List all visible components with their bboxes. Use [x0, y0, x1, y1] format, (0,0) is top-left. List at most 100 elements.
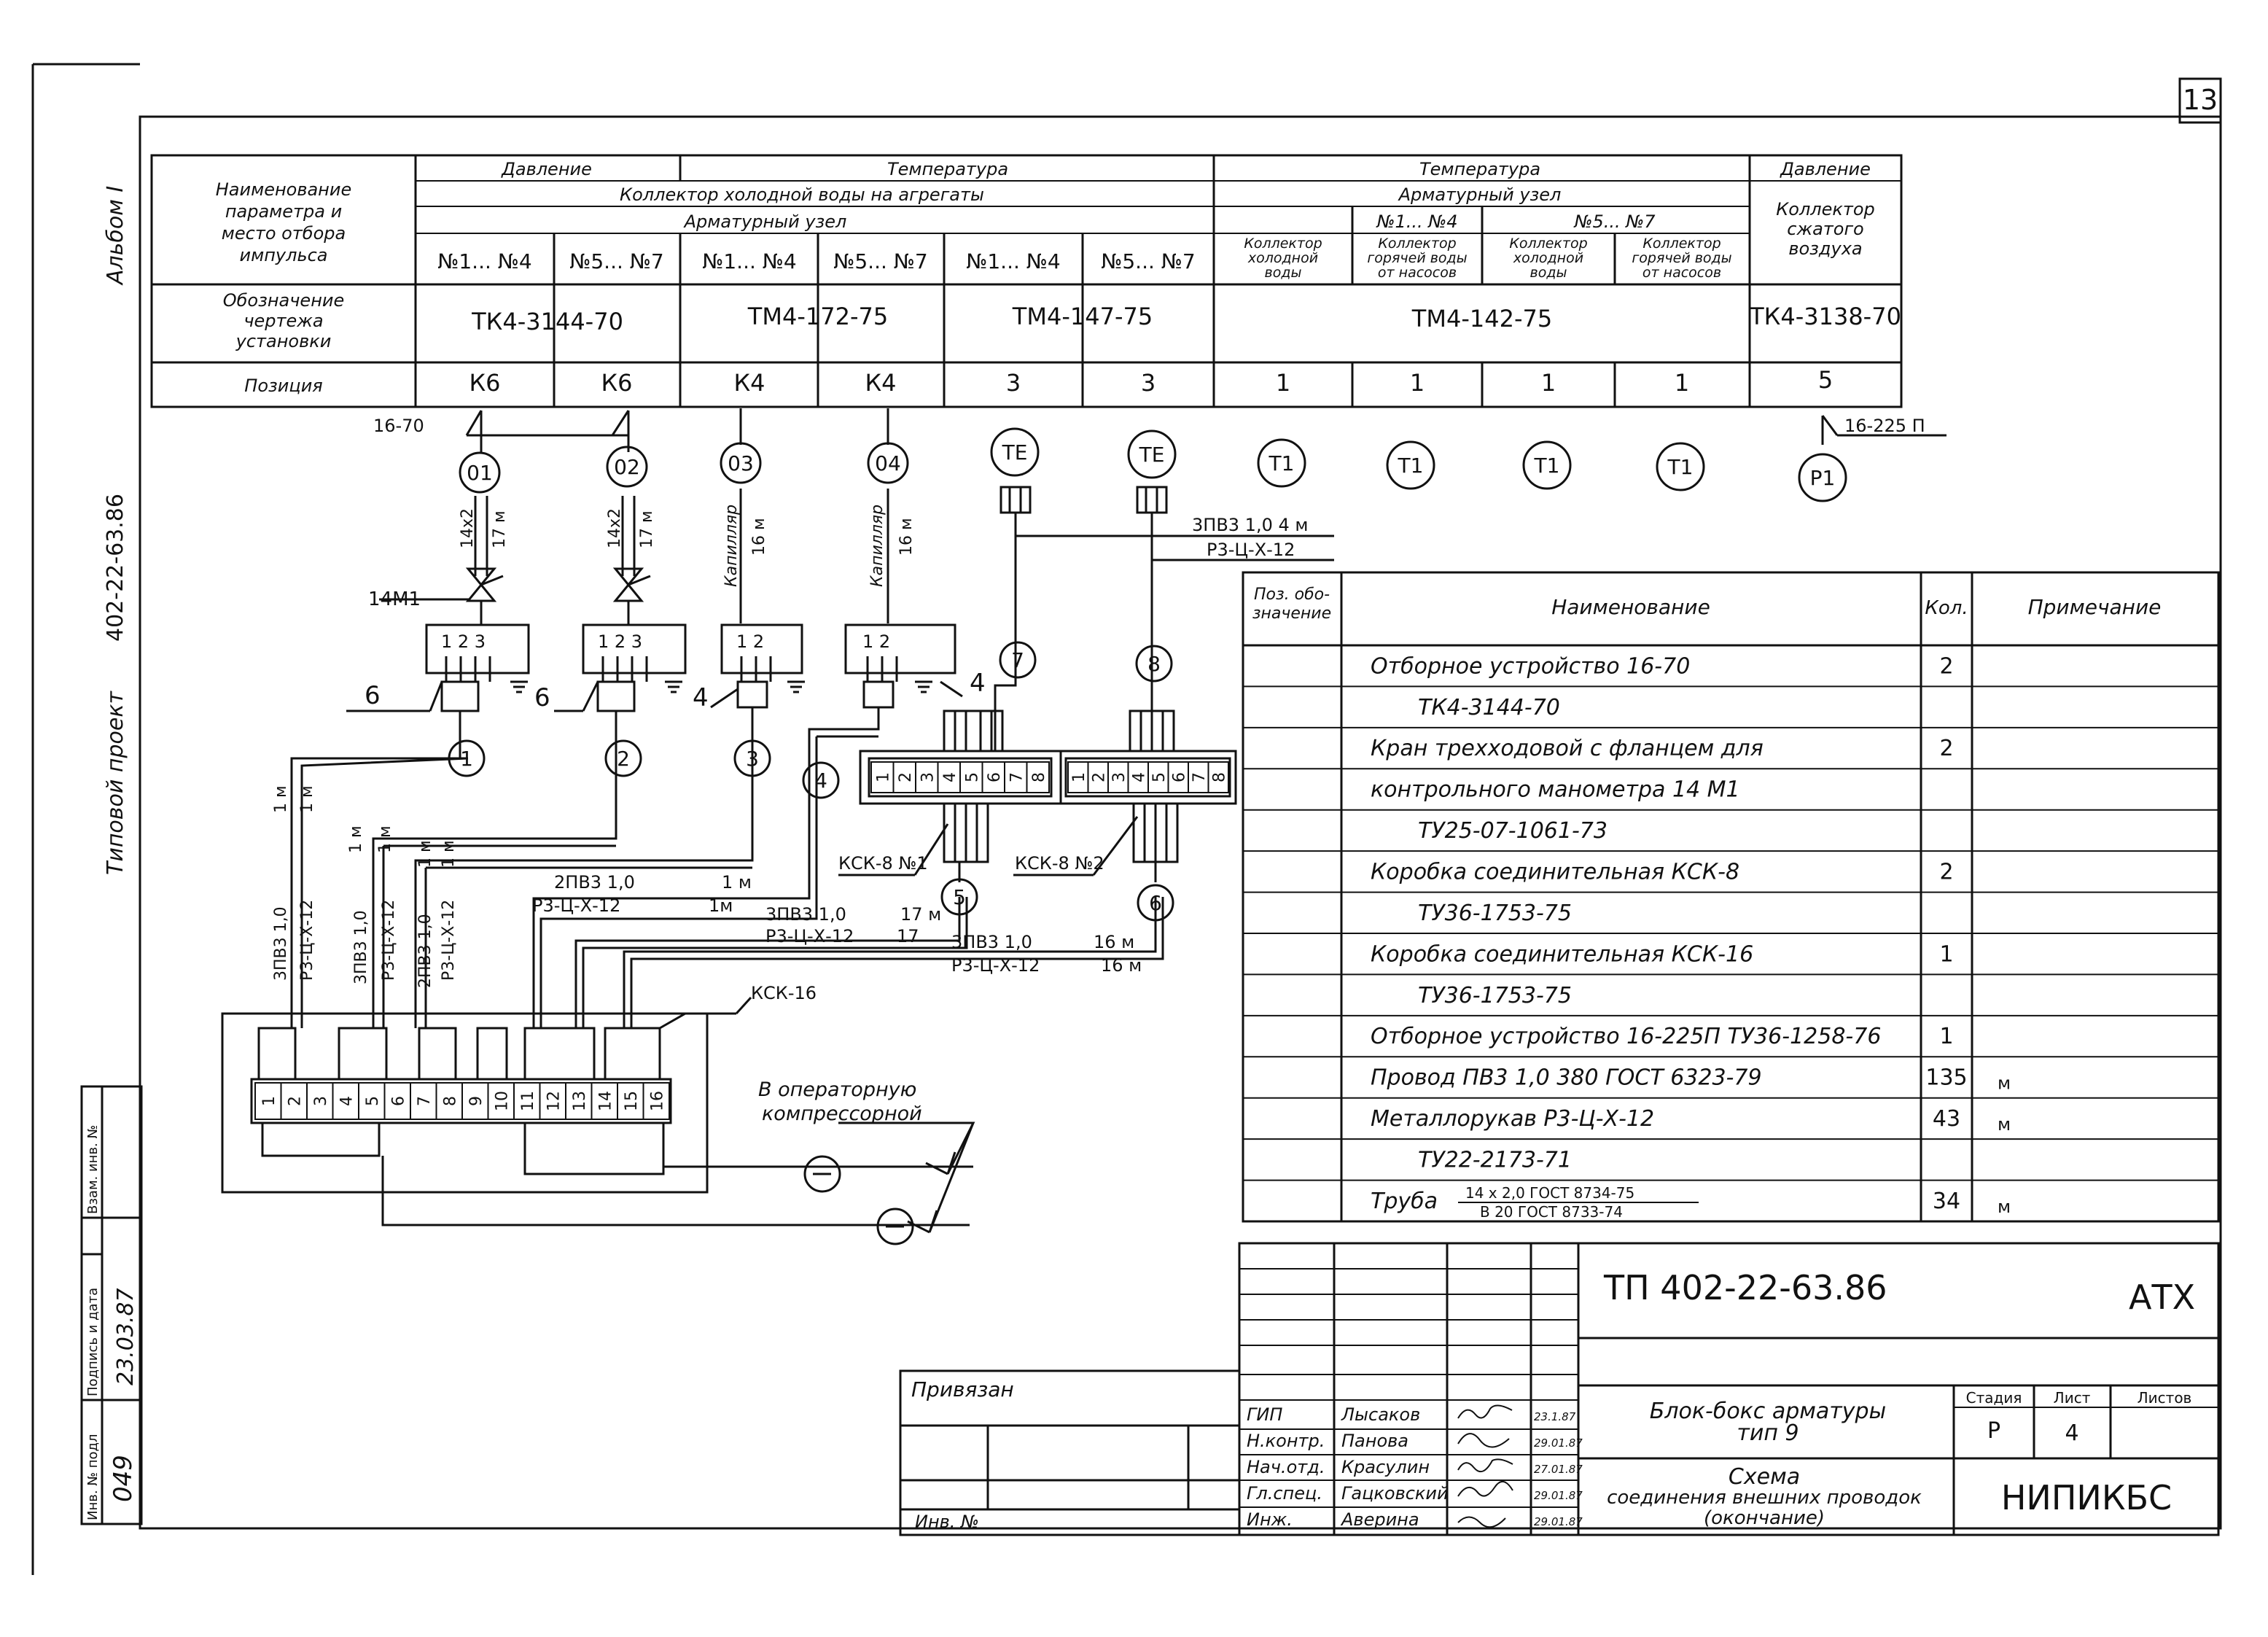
ksk16-terminal-label: 11 — [519, 1091, 537, 1111]
run-h5b: 16 м — [1094, 932, 1134, 952]
inv-no: Инв. № — [915, 1512, 979, 1532]
ksk16-terminal-cell — [642, 1082, 670, 1120]
kol-szh-1: Коллектор — [1776, 199, 1875, 219]
row-header-1-line3: место отбора — [222, 223, 346, 244]
cable-top-2: Р3-Ц-Х-12 — [1207, 540, 1295, 560]
sheet-title-2: соединения внешних проводок — [1607, 1487, 1922, 1509]
listov-header: Листов — [2138, 1389, 2192, 1407]
ksk16-label: КСК-16 — [751, 983, 817, 1003]
box1-pins: 1 2 3 — [441, 631, 486, 652]
run-h6b: 16 м — [1101, 955, 1142, 976]
position-3: К4 — [733, 369, 765, 397]
designation-1: ТК4-3144-70 — [471, 308, 623, 335]
header-armat-uzel-b: Арматурный узел — [1398, 184, 1562, 205]
header-n1-n4: №1... №4 — [1376, 211, 1458, 232]
tube-2-len: 17 м — [638, 510, 656, 548]
kol-gor-1: Коллектор — [1378, 236, 1456, 252]
spec-row-name: ТУ36-1753-75 — [1418, 983, 1572, 1008]
ksk8-2-terminal-label: 1 — [1070, 772, 1088, 782]
ksk16-terminal-label: 6 — [389, 1096, 408, 1106]
ksk8-2-terminal-label: 4 — [1130, 772, 1148, 782]
cable-top-1: 3ПВ3 1,0 4 м — [1192, 515, 1308, 535]
kol-gor-3: от насосов — [1378, 265, 1457, 281]
ksk8-1-terminal-label: 1 — [874, 772, 892, 782]
ksk8-2-terminal-label: 3 — [1110, 772, 1129, 782]
spec-row-name: Кран трехходовой с фланцем для — [1371, 736, 1764, 761]
ksk16-terminal-label: 2 — [286, 1096, 304, 1106]
wire-num-3: 3 — [746, 747, 759, 771]
wire-num-1: 1 — [460, 747, 473, 771]
ksk16-terminal-label: 3 — [312, 1096, 330, 1106]
spec-row-name: Отборное устройство 16-225П ТУ36-1258-76 — [1371, 1024, 1881, 1049]
spec-row-name: ТУ22-2173-71 — [1418, 1148, 1572, 1173]
tube-1-len: 17 м — [491, 510, 509, 548]
header-davlenie-b: Давление — [1780, 159, 1871, 179]
ksk8-1-terminal-label: 7 — [1008, 772, 1026, 782]
sub-col-4: №5... №7 — [833, 249, 927, 273]
kol-gor2-3: от насосов — [1642, 265, 1721, 281]
valve-label: 14М1 — [368, 588, 421, 610]
ksk8-2-terminal-label: 5 — [1150, 772, 1169, 782]
wire-num-8: 8 — [1147, 652, 1161, 676]
album-label: Альбом I — [103, 186, 128, 286]
ksk16-terminal-label: 7 — [416, 1096, 434, 1106]
vert-cable-2: 3ПВ3 1,0 — [352, 910, 370, 984]
ksk8-2-terminal-label: 6 — [1170, 772, 1188, 782]
spec-frac-top: 14 x 2,0 ГОСТ 8734-75 — [1465, 1184, 1634, 1202]
sub-col-2: №5... №7 — [569, 249, 663, 273]
circle-t1-1: T1 — [1269, 451, 1295, 475]
circle-01: 01 — [467, 461, 493, 485]
run-h4a: Р3-Ц-Х-12 — [765, 926, 854, 946]
header-n5-n7: №5... №7 — [1573, 211, 1656, 232]
run-h4b: 17 — [897, 926, 919, 946]
object-line2: тип 9 — [1737, 1420, 1799, 1446]
object-line1: Блок-бокс арматуры — [1650, 1399, 1886, 1424]
stadia-value: Р — [1987, 1418, 2000, 1444]
spec-row-name: Отборное устройство 16-70 — [1371, 653, 1690, 679]
position-10: 1 — [1675, 369, 1689, 397]
kol-gor-2: горячей воды — [1367, 250, 1467, 266]
ksk8-1-terminal-label: 6 — [986, 772, 1004, 782]
role-nachotd: Нач.отд. — [1247, 1457, 1325, 1477]
wire-num-5: 5 — [953, 885, 966, 909]
left-stamp — [80, 1085, 143, 1525]
spec-row-qty: 1 — [1939, 1024, 1953, 1049]
label-16-70: 16-70 — [373, 416, 424, 436]
project-title: Типовой проект — [103, 691, 128, 875]
circle-te-1: TE — [1002, 440, 1028, 464]
ksk16-terminal-label: 12 — [545, 1091, 563, 1111]
name-gip: Лысаков — [1341, 1404, 1420, 1425]
tube-2: 14x2 — [606, 508, 624, 548]
ksk8-2-label: КСК-8 №2 — [1015, 853, 1104, 874]
sub-col-3: №1... №4 — [702, 249, 796, 273]
header-temperatura-a: Температура — [887, 159, 1008, 179]
spec-row-name: контрольного манометра 14 М1 — [1371, 777, 1740, 803]
box2-pins: 1 2 3 — [598, 631, 642, 652]
spec-row-note: м — [1998, 1114, 2011, 1135]
circle-te-2: TE — [1139, 443, 1165, 467]
sheet-frame — [139, 115, 2222, 1530]
run-h3b: 17 м — [900, 904, 941, 925]
designation-3: ТМ4-147-75 — [1012, 303, 1153, 330]
inv-podl-value: 049 — [109, 1455, 138, 1502]
kol-hol2-1: Коллектор — [1509, 236, 1587, 252]
vert-len-1a: 1 м — [272, 785, 290, 813]
sub-col-6: №5... №7 — [1101, 249, 1195, 273]
position-9: 1 — [1541, 369, 1556, 397]
name-inzh: Аверина — [1340, 1509, 1419, 1530]
spec-table-grid — [1242, 571, 2220, 1223]
role-inzh: Инж. — [1247, 1509, 1293, 1530]
run-h1b: 1 м — [722, 872, 752, 893]
vert-cable-1: 3ПВ3 1,0 — [272, 906, 290, 981]
designation-4: ТМ4-142-75 — [1411, 305, 1552, 333]
kol-hol-2: холодной — [1247, 250, 1318, 266]
header-armat-uzel-a: Арматурный узел — [683, 211, 847, 232]
spec-row-qty: 2 — [1939, 653, 1953, 679]
ksk16-terminal-label: 1 — [260, 1096, 278, 1106]
podpis-value: 23.03.87 — [113, 1288, 139, 1385]
row-header-2-line2: чертежа — [243, 311, 323, 331]
spec-row-qty: 1 — [1939, 941, 1953, 967]
top-table-grid — [150, 154, 1903, 408]
